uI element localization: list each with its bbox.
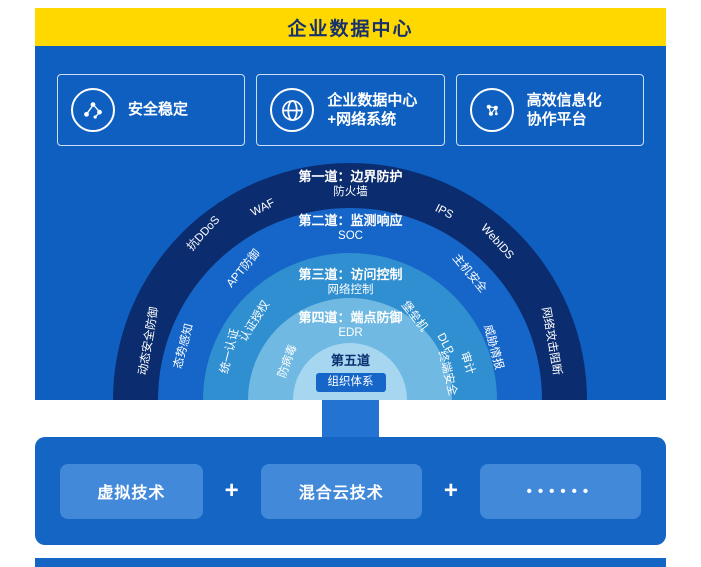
band-3-title: 第三道：访问控制 (298, 267, 403, 282)
share-network-icon (469, 88, 514, 132)
band-1-sub: 防火墙 (333, 186, 368, 198)
plus-sign: + (443, 477, 458, 504)
band-4-title: 第四道：端点防御 (298, 310, 403, 325)
plus-sign: + (224, 477, 239, 504)
band-2-sub: SOC (338, 230, 363, 242)
feature-label: 高效信息化 协作平台 (526, 91, 602, 129)
feature-label: 企业数据中心 +网络系统 (327, 91, 418, 129)
tech-box-hybrid-cloud: 混合云技术 (260, 463, 422, 519)
band-3-sub: 网络控制 (327, 284, 374, 296)
band-2-title: 第二道：监测响应 (298, 213, 403, 228)
page-title: 企业数据中心 (35, 8, 666, 46)
feature-card-stability: 安全稳定 (57, 74, 246, 146)
band-5-title: 第五道 (330, 353, 370, 368)
tech-box-virtualization: 虚拟技术 (60, 463, 203, 519)
band-5-sub: 组织体系 (315, 373, 386, 392)
band-3-header: 第三道：访问控制 网络控制 (35, 266, 666, 298)
tech-box-more: •••••• (479, 463, 642, 519)
feature-cards-row: 安全稳定 企业数据中心 +网络系统 高效信息化 (57, 74, 644, 146)
band-4-header: 第四道：端点防御 EDR (35, 309, 666, 341)
band-1-header: 第一道：边界防护 防火墙 (35, 168, 666, 200)
globe-icon (270, 88, 315, 132)
band-1-title: 第一道：边界防护 (298, 169, 403, 184)
feature-label: 安全稳定 (128, 101, 189, 119)
defense-dome: 第一道：边界防护 防火墙 第二道：监测响应 SOC 第三道：访问控制 网络控制 … (35, 46, 666, 400)
feature-card-datacenter-network: 企业数据中心 +网络系统 (256, 74, 445, 146)
band-2-header: 第二道：监测响应 SOC (35, 212, 666, 244)
feature-card-collaboration: 高效信息化 协作平台 (455, 74, 644, 146)
band-5-header: 第五道 组织体系 (35, 352, 666, 392)
main-panel: 安全稳定 企业数据中心 +网络系统 高效信息化 (35, 46, 666, 400)
connector-block (322, 400, 379, 438)
bottom-strip (35, 558, 666, 567)
molecule-icon (71, 88, 115, 132)
band-4-sub: EDR (338, 327, 363, 339)
tech-bar: 虚拟技术 + 混合云技术 + •••••• (35, 437, 666, 545)
